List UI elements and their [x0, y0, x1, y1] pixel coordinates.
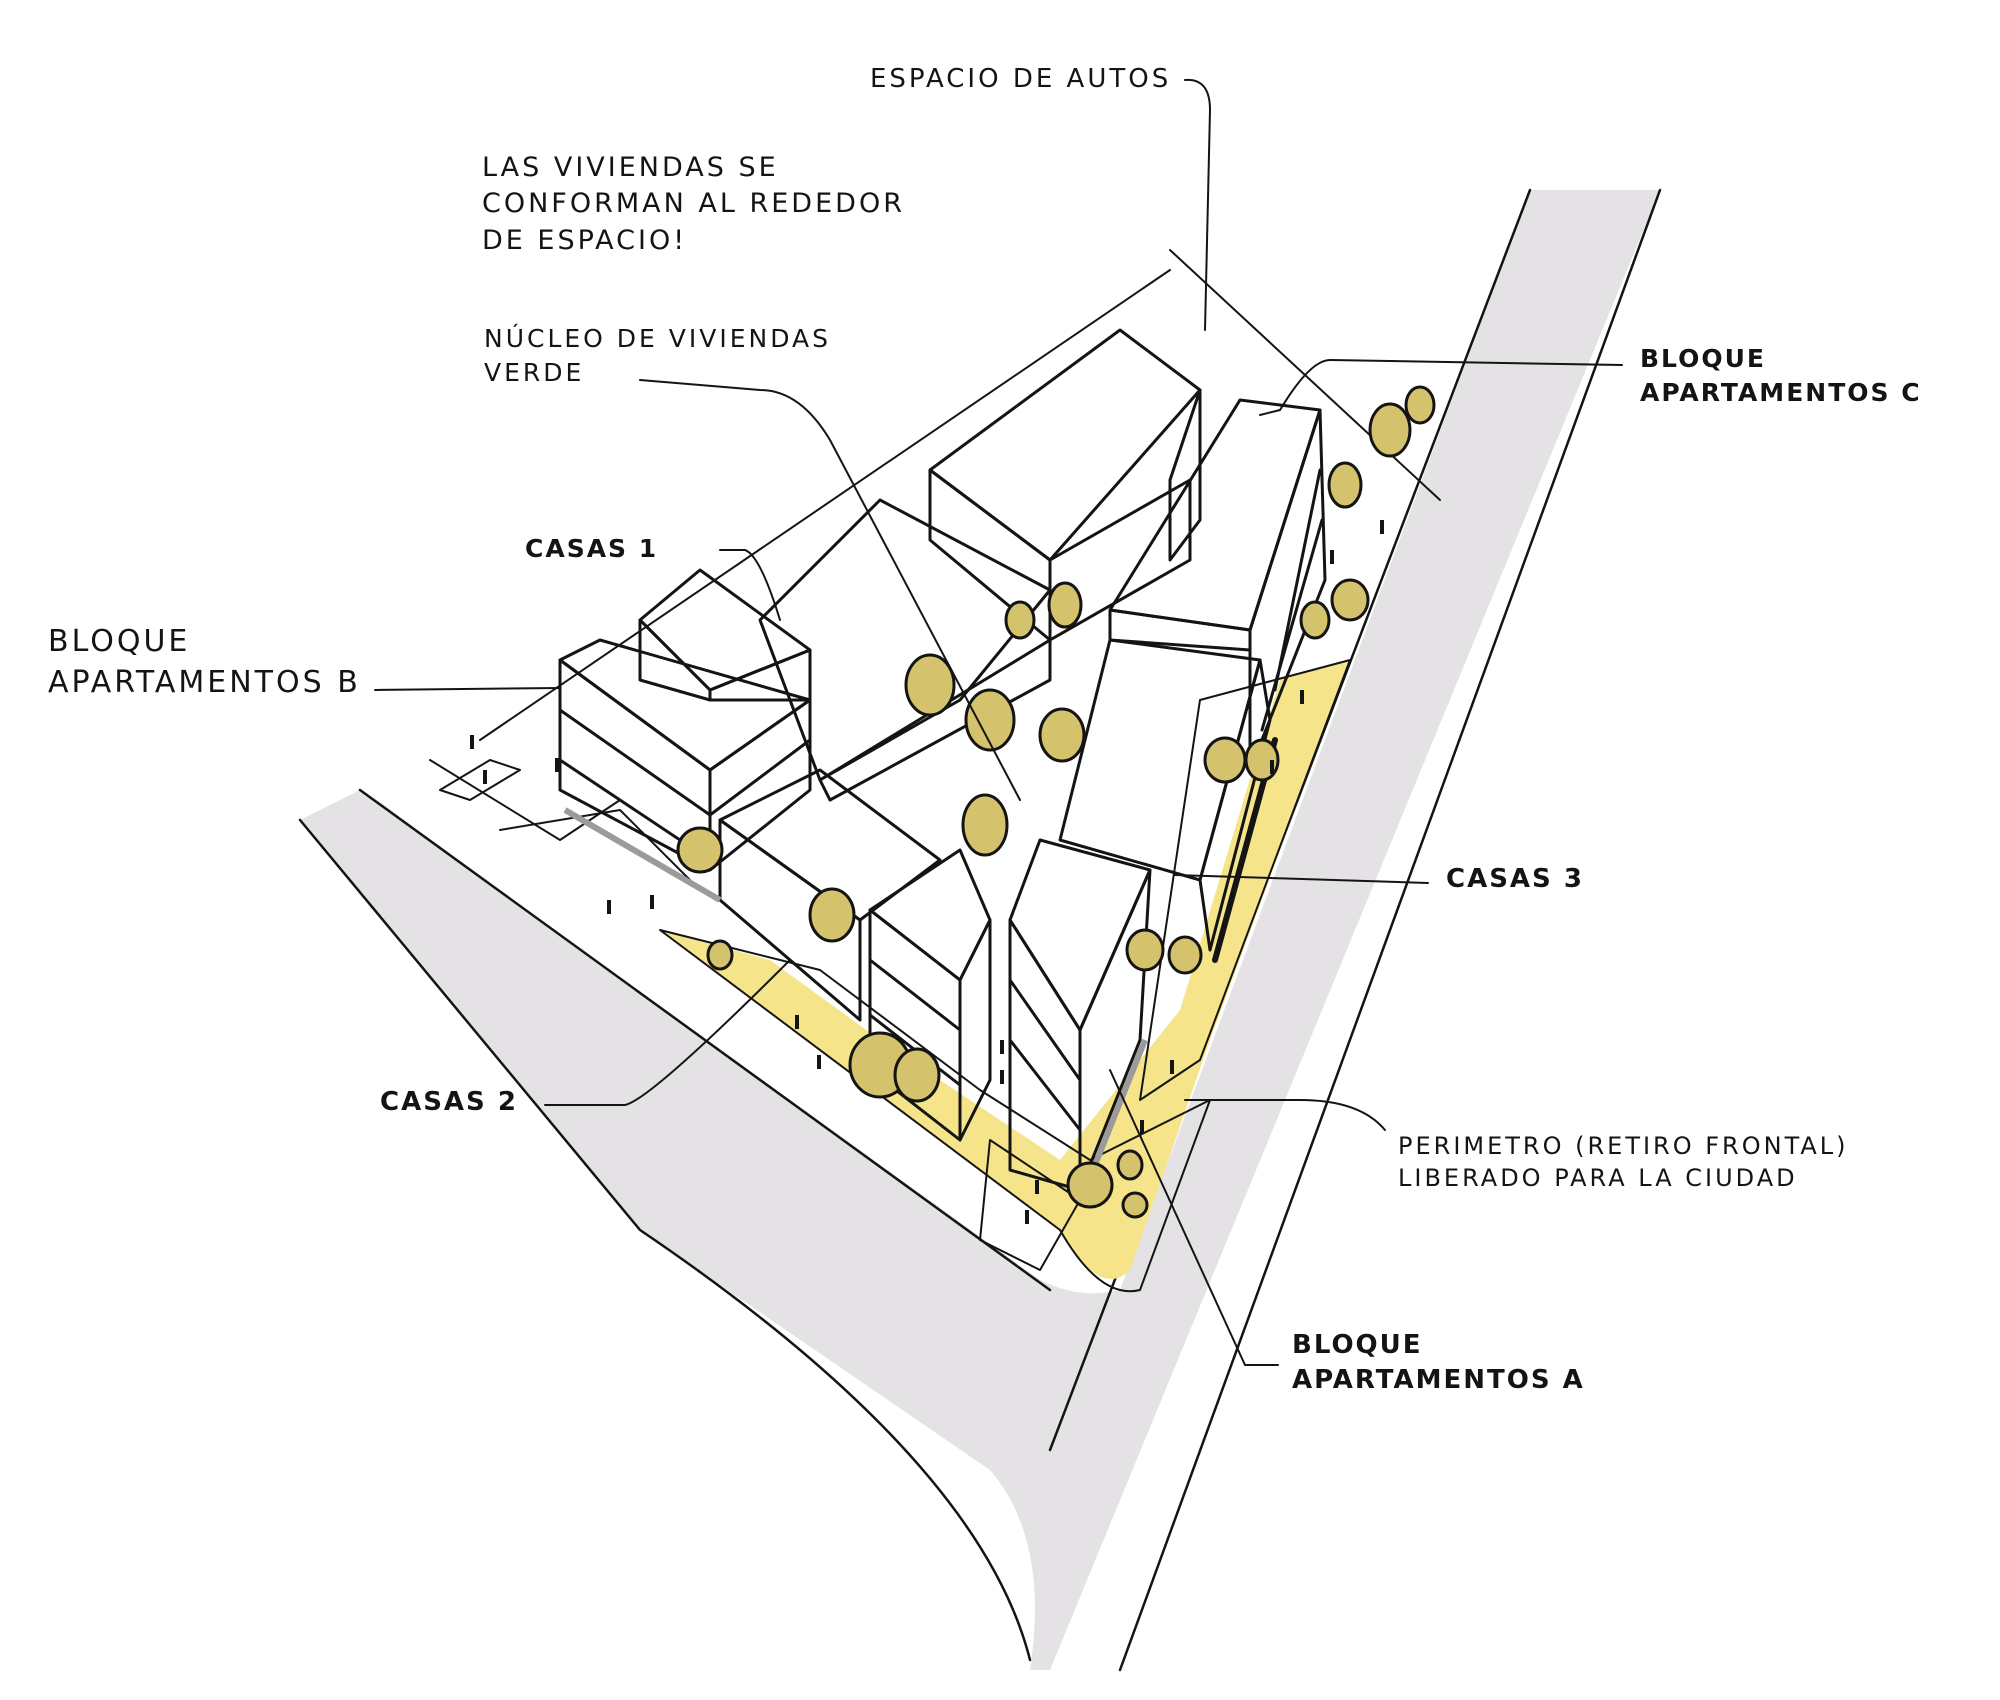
leader-lines: [374, 78, 1623, 1366]
bloque-apartamentos-c: [1108, 398, 1327, 772]
perimetro-line-2: liberado para la ciudad: [1398, 1164, 1798, 1193]
label-viviendas-note: Las viviendas se conforman al rededor de…: [482, 150, 905, 259]
label-bloque-b: Bloque Apartamentos B: [48, 622, 361, 703]
label-nucleo-verde: Núcleo de viviendas verde: [484, 322, 831, 390]
people-figures: [470, 520, 1384, 1224]
street-network: [298, 188, 1662, 1672]
bloque-c-line-2: Apartamentos C: [1640, 377, 1922, 407]
nucleo-line-1: Núcleo de viviendas: [484, 324, 832, 353]
casas-2: [718, 768, 942, 1022]
bloque-a-line-2: Apartamentos A: [1292, 1365, 1585, 1396]
bloque-b-line-1: Bloque: [48, 624, 191, 659]
perimeter-public-space: [439, 659, 1351, 1293]
bloque-a-line-1: Bloque: [1292, 1330, 1423, 1360]
bloque-apartamentos-a: [868, 838, 1152, 1192]
label-casas-2: Casas 2: [380, 1087, 518, 1117]
note-line-3: de espacio!: [482, 224, 688, 256]
casas-1: [758, 498, 1052, 802]
bloque-c-line-1: Bloque: [1640, 344, 1766, 373]
nucleo-line-2: verde: [484, 357, 585, 387]
trees: [676, 385, 1436, 1219]
perimetro-line-1: Perimetro (retiro frontal): [1398, 1132, 1849, 1160]
label-casas-3: Casas 3: [1446, 864, 1584, 894]
note-line-1: Las viviendas se: [482, 152, 779, 183]
label-espacio-autos: Espacio de Autos: [870, 64, 1172, 94]
label-bloque-a: Bloque Apartamentos A: [1292, 1328, 1585, 1398]
label-casas-1: Casas 1: [525, 534, 659, 563]
bloque-b-line-2: Apartamentos B: [48, 664, 361, 700]
label-bloque-c: Bloque Apartamentos C: [1640, 342, 1922, 410]
note-line-2: conforman al rededor: [482, 188, 905, 220]
label-perimetro: Perimetro (retiro frontal) liberado para…: [1398, 1130, 1849, 1195]
